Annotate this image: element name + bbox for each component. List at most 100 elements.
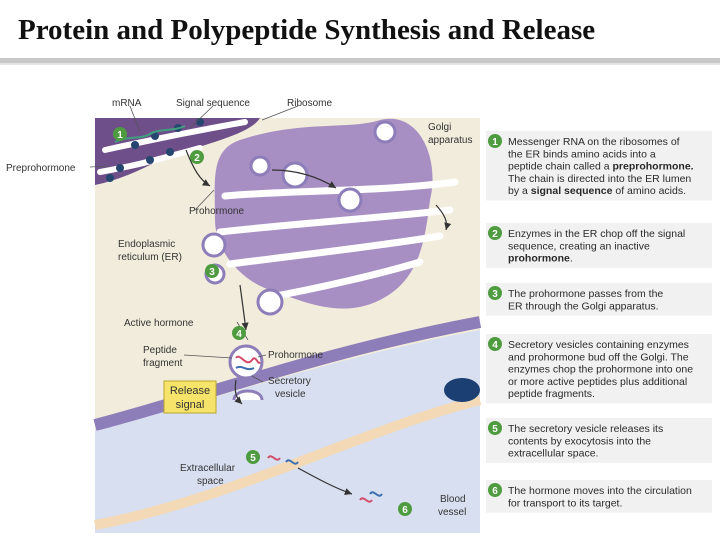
step-text-span: or more active peptides plus additional	[508, 376, 687, 388]
diagram-marker	[190, 150, 204, 164]
step-text-line: by a signal sequence of amino acids.	[508, 185, 686, 197]
step-text-span: contents by exocytosis into the	[508, 435, 651, 447]
step-text-span: for transport to its target.	[508, 497, 622, 509]
step-box	[486, 223, 712, 268]
golgi-vesicle	[337, 187, 363, 213]
step-text-span: extracellular space.	[508, 448, 598, 460]
mrna-label: mRNA	[112, 98, 142, 109]
step-text-span: peptide fragments.	[508, 388, 595, 400]
step-box	[486, 131, 712, 201]
step-text-line: contents by exocytosis into the	[508, 435, 651, 447]
golgi-vesicle	[281, 161, 309, 189]
mrna-strand	[114, 125, 186, 143]
peptide-fragment-label-2: fragment	[143, 358, 183, 369]
blood-vessel-wall	[94, 395, 482, 530]
step-text-line: ER through the Golgi apparatus.	[508, 300, 659, 312]
transport-vesicle	[201, 232, 227, 258]
diagram-marker	[398, 502, 412, 516]
step-text-line: enzymes chop the prohormone into one	[508, 364, 693, 376]
diagram-marker-number: 4	[236, 329, 242, 340]
step-text-line: and prohormone bud off the Golgi. The	[508, 351, 689, 363]
diagram-marker-number: 6	[402, 505, 408, 516]
flow-arrows	[185, 149, 452, 495]
release-signal-label-2: signal	[176, 399, 205, 411]
golgi-cisterna	[261, 258, 424, 302]
step-number: 6	[492, 486, 498, 497]
release-signal-label-1: Release	[170, 385, 210, 397]
step-text-term: signal sequence	[531, 185, 613, 197]
step-text-span: by a	[508, 185, 531, 197]
step-number-badge	[488, 134, 502, 148]
secretory-vesicle-label-1: Secretory	[268, 376, 311, 387]
peptide-fragment	[235, 355, 261, 364]
extracellular-label-1: Extracellular	[180, 463, 236, 474]
diagram-marker	[113, 127, 127, 141]
step-text-line: The secretory vesicle releases its	[508, 423, 663, 435]
step-number-badge	[488, 483, 502, 497]
prohormone-vesicle-label: Prohormone	[268, 350, 323, 361]
step-number: 4	[492, 340, 498, 351]
step-number: 5	[492, 424, 498, 435]
er-label-1: Endoplasmic	[118, 239, 175, 250]
hormone-synthesis-diagram: Release signal mRNA Signal sequence Ribo…	[6, 98, 712, 533]
step-text-span: .	[570, 253, 573, 265]
step-box	[486, 480, 712, 513]
step-number: 3	[492, 289, 498, 300]
step-text-line: Messenger RNA on the ribosomes of	[508, 136, 680, 148]
step-text-line: Enzymes in the ER chop off the signal	[508, 228, 685, 240]
golgi-cisterna	[226, 232, 444, 268]
extracellular-space	[95, 330, 480, 533]
title-underline	[0, 58, 720, 63]
step-box	[486, 334, 712, 404]
step-number-badge	[488, 286, 502, 300]
step-text-span: the ER binds amino acids into a	[508, 148, 656, 160]
secretory-vesicle-label-2: vesicle	[275, 389, 306, 400]
step-number: 1	[492, 137, 498, 148]
extracellular-label-2: space	[197, 476, 224, 487]
released-hormone	[267, 455, 281, 461]
released-hormone	[285, 459, 299, 465]
step-text-span: Enzymes in the ER chop off the signal	[508, 228, 685, 240]
step-text-span: of amino acids.	[612, 185, 686, 197]
golgi-vesicle	[373, 120, 397, 144]
circulating-hormone	[359, 497, 373, 503]
step-text-line: Secretory vesicles containing enzymes	[508, 339, 689, 351]
step-text-line: for transport to its target.	[508, 497, 622, 509]
diagram-markers: 1 2 3 4 5 6	[113, 127, 412, 516]
golgi-cisterna	[216, 206, 454, 236]
step-text-line: peptide chain called a preprohormone.	[508, 161, 694, 173]
step-number: 2	[492, 229, 498, 240]
step-text-line: The hormone moves into the circulation	[508, 485, 692, 497]
step-text-term: prohormone	[508, 253, 570, 265]
step-text-span: The chain is directed into the ER lumen	[508, 173, 691, 185]
step-text-line: The prohormone passes from the	[508, 288, 663, 300]
ribosomes	[106, 118, 204, 182]
diagram-marker-number: 5	[250, 453, 256, 464]
step-text-line: extracellular space.	[508, 448, 598, 460]
step-text-span: The secretory vesicle releases its	[508, 423, 663, 435]
step-text-line: prohormone.	[508, 253, 573, 265]
nucleus	[444, 378, 480, 402]
golgi-vesicle	[256, 288, 284, 316]
blood-vessel-label-1: Blood	[440, 494, 466, 505]
step-text-line: the ER binds amino acids into a	[508, 148, 656, 160]
step-text-span: peptide chain called a	[508, 161, 613, 173]
active-hormone-label: Active hormone	[124, 318, 194, 329]
golgi-label-2: apparatus	[428, 135, 472, 146]
diagram-marker	[232, 326, 246, 340]
step-text-span: and prohormone bud off the Golgi. The	[508, 351, 689, 363]
step-text-span: Messenger RNA on the ribosomes of	[508, 136, 680, 148]
preprohormone-label: Preprohormone	[6, 163, 76, 174]
step-text-span: enzymes chop the prohormone into one	[508, 364, 693, 376]
diagram-marker-number: 1	[117, 130, 123, 141]
step-text-span: Secretory vesicles containing enzymes	[508, 339, 689, 351]
step-number-badge	[488, 337, 502, 351]
diagram-marker	[205, 264, 219, 278]
step-text-term: preprohormone.	[613, 161, 694, 173]
diagram-marker	[246, 450, 260, 464]
slide-title: Protein and Polypeptide Synthesis and Re…	[18, 14, 596, 46]
step-box	[486, 418, 712, 463]
blood-vessel-label-2: vessel	[438, 507, 466, 518]
signal-sequence-label: Signal sequence	[176, 98, 250, 109]
